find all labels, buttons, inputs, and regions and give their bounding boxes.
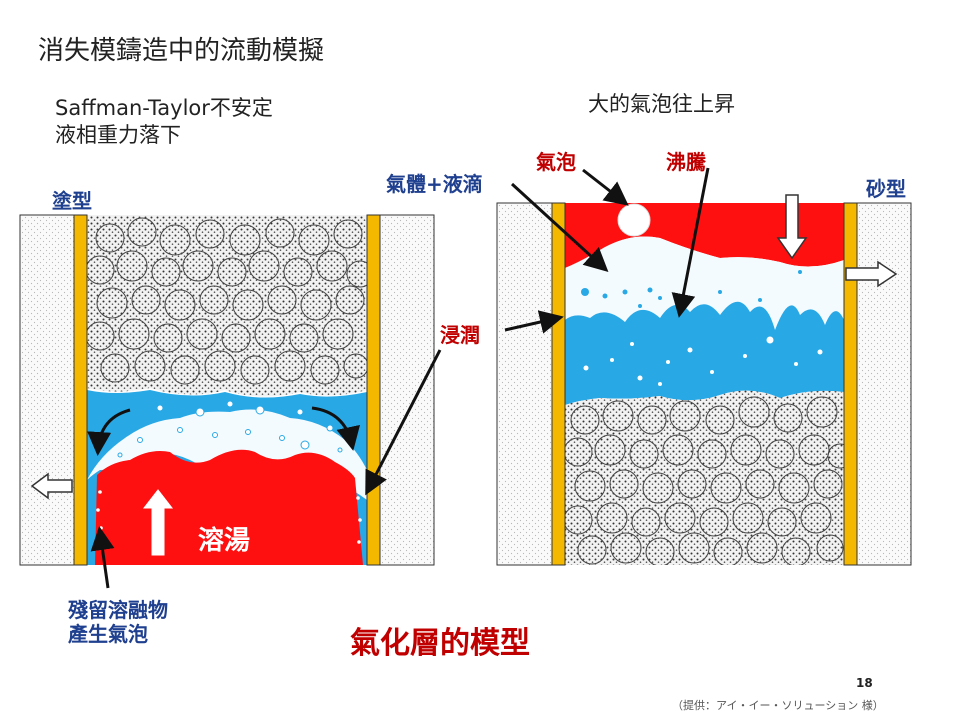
melt-up-arrow [142, 489, 174, 556]
arrow-boiling [671, 167, 710, 318]
left-coating-left [73, 214, 88, 566]
label-gas-droplet: 氣體+液滴 [386, 172, 483, 196]
left-coating-right [366, 214, 381, 566]
left-subtitle-line1: Saffman-Taylor不安定 [55, 96, 273, 120]
label-boiling: 沸騰 [666, 150, 706, 174]
right-sand-mold-right [856, 202, 912, 566]
label-sand-mold: 砂型 [866, 177, 906, 201]
pointer-arrows [90, 167, 710, 589]
right-liquid-layer [565, 301, 844, 405]
left-outflow-arrow [30, 472, 73, 500]
left-panel [19, 214, 435, 566]
left-bubbles [117, 400, 343, 458]
credit: （提供：アイ・イー・ソリューション 様） [672, 699, 884, 712]
left-subtitle: Saffman-Taylor不安定 液相重力落下 [55, 95, 273, 149]
left-sand-mold-left [19, 214, 75, 566]
left-sand-mold-right [379, 214, 435, 566]
right-liquid-bubbles [583, 336, 823, 386]
caption: 氣化層的模型 [350, 626, 530, 661]
label-coating: 塗型 [52, 189, 92, 213]
label-molten-metal: 溶湯 [198, 526, 251, 556]
arrow-gas-droplet [510, 182, 609, 273]
arrow-infiltration-right [504, 310, 564, 334]
right-outflow-arrow [845, 260, 898, 288]
label-bubble: 氣泡 [536, 150, 576, 174]
label-infiltration: 浸潤 [440, 323, 480, 347]
label-residual-line2: 產生氣泡 [68, 622, 148, 646]
left-flow-arrow-right [311, 406, 360, 451]
arrow-residual [90, 526, 115, 589]
arrow-infiltration-left [365, 349, 442, 496]
right-coating-right [843, 202, 858, 566]
left-flow-arrow-left [87, 408, 131, 456]
page-number: 18 [856, 676, 873, 690]
right-coating-left [551, 202, 566, 566]
arrow-bubble [582, 168, 629, 206]
right-sand-mold-left [496, 202, 553, 566]
right-panel [496, 194, 912, 566]
label-residual-line1: 殘留溶融物 [68, 598, 168, 622]
large-gas-bubble [617, 203, 651, 237]
right-gas-region [565, 236, 844, 330]
left-subtitle-line2: 液相重力落下 [55, 123, 181, 147]
label-residual: 殘留溶融物 產生氣泡 [68, 598, 168, 646]
slide-title: 消失模鑄造中的流動模擬 [38, 36, 325, 66]
right-subtitle: 大的氣泡往上昇 [588, 92, 735, 116]
melt-down-arrow [776, 194, 808, 260]
